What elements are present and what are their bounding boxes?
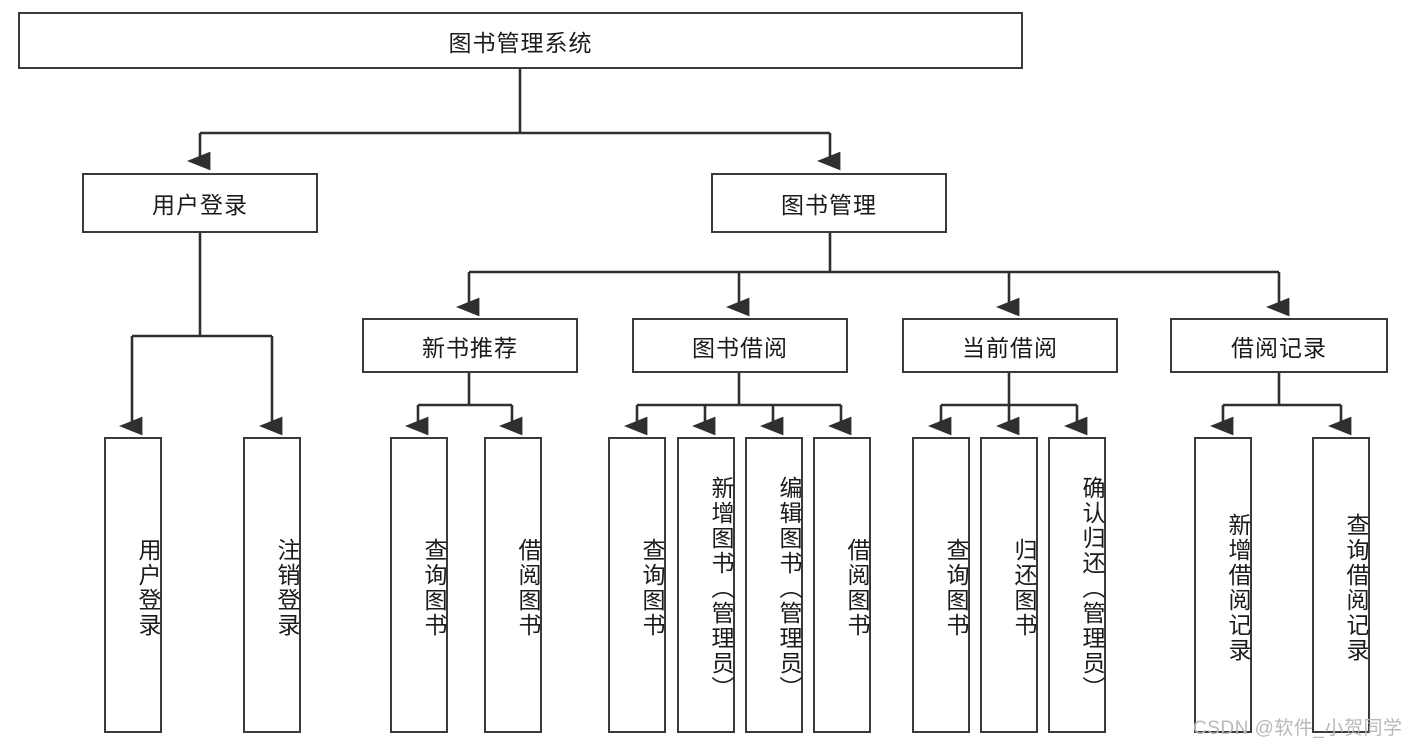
node-current-borrow-label: 当前借阅 xyxy=(962,334,1058,361)
node-leaf-query-book-current-label: 查询图书 xyxy=(943,538,969,638)
node-book-management[interactable]: 图书管理 xyxy=(711,173,947,233)
node-leaf-add-borrow-record-label: 新增借阅记录 xyxy=(1225,513,1251,663)
node-current-borrow[interactable]: 当前借阅 xyxy=(902,318,1118,373)
node-leaf-borrow-book-recommend[interactable]: 借阅图书 xyxy=(484,437,542,733)
node-root-library-system[interactable]: 图书管理系统 xyxy=(18,12,1023,69)
csdn-watermark: CSDN @软件_小贺同学 xyxy=(1193,718,1403,739)
node-leaf-user-login-label: 用户登录 xyxy=(135,538,161,638)
node-leaf-confirm-return-admin[interactable]: 确认归还（管理员） xyxy=(1048,437,1106,733)
node-leaf-query-book-current[interactable]: 查询图书 xyxy=(912,437,970,733)
node-leaf-query-book-recommend-label: 查询图书 xyxy=(421,538,447,638)
node-book-management-label: 图书管理 xyxy=(781,192,877,218)
node-leaf-user-login[interactable]: 用户登录 xyxy=(104,437,162,733)
node-leaf-logout[interactable]: 注销登录 xyxy=(243,437,301,733)
node-leaf-query-book-recommend[interactable]: 查询图书 xyxy=(390,437,448,733)
node-borrow-record-label: 借阅记录 xyxy=(1231,334,1327,361)
node-leaf-borrow-book-label: 借阅图书 xyxy=(844,538,870,638)
node-borrow-record[interactable]: 借阅记录 xyxy=(1170,318,1388,373)
node-leaf-query-book-borrow-label: 查询图书 xyxy=(639,538,665,638)
node-leaf-add-borrow-record[interactable]: 新增借阅记录 xyxy=(1194,437,1252,733)
node-book-borrow[interactable]: 图书借阅 xyxy=(632,318,848,373)
node-leaf-query-borrow-record-label: 查询借阅记录 xyxy=(1343,513,1369,663)
node-user-login-label: 用户登录 xyxy=(152,192,248,218)
node-new-book-recommend-label: 新书推荐 xyxy=(422,334,518,361)
node-leaf-return-book-label: 归还图书 xyxy=(1011,538,1037,638)
node-leaf-add-book-admin-label: 新增图书（管理员） xyxy=(708,475,734,701)
node-book-borrow-label: 图书借阅 xyxy=(692,334,788,361)
node-root-label: 图书管理系统 xyxy=(448,29,593,56)
node-user-login[interactable]: 用户登录 xyxy=(82,173,318,233)
node-leaf-add-book-admin[interactable]: 新增图书（管理员） xyxy=(677,437,735,733)
node-leaf-edit-book-admin-label: 编辑图书（管理员） xyxy=(776,475,802,701)
node-new-book-recommend[interactable]: 新书推荐 xyxy=(362,318,578,373)
node-leaf-edit-book-admin[interactable]: 编辑图书（管理员） xyxy=(745,437,803,733)
node-leaf-borrow-book-recommend-label: 借阅图书 xyxy=(515,538,541,638)
node-leaf-logout-label: 注销登录 xyxy=(274,538,300,638)
node-leaf-query-borrow-record[interactable]: 查询借阅记录 xyxy=(1312,437,1370,733)
node-leaf-return-book[interactable]: 归还图书 xyxy=(980,437,1038,733)
node-leaf-borrow-book[interactable]: 借阅图书 xyxy=(813,437,871,733)
node-leaf-confirm-return-admin-label: 确认归还（管理员） xyxy=(1079,475,1105,701)
node-leaf-query-book-borrow[interactable]: 查询图书 xyxy=(608,437,666,733)
